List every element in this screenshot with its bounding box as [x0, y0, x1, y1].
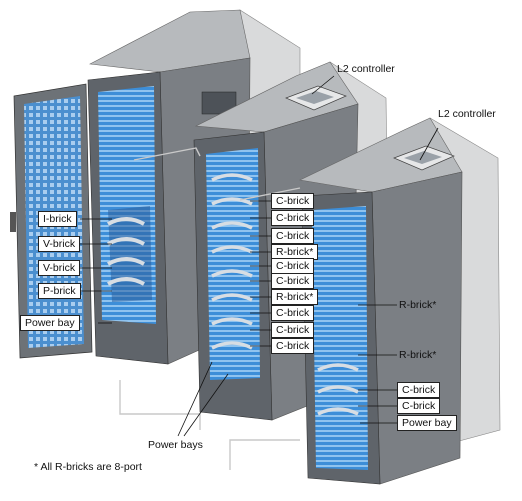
rack3-callout-c-brick-2: C-brick: [397, 398, 441, 414]
footnote-symbol: *: [34, 461, 39, 473]
rack1-callout-i-brick: I-brick: [38, 211, 77, 227]
rack2-callout-c-brick-4: C-brick: [271, 258, 315, 274]
l2-controller-label-1: L2 controller: [337, 63, 395, 75]
rack2-callout-c-brick-7: C-brick: [271, 322, 315, 338]
rack1-callout-power-bay: Power bay: [20, 315, 80, 331]
power-cables: [119, 147, 301, 470]
footnote: * All R-bricks are 8-port: [34, 461, 142, 473]
rack3-callout-r-brick-1: R-brick*: [399, 299, 437, 311]
rack1-callout-v-brick-2: V-brick: [38, 260, 81, 276]
rack2-callout-r-brick-2: R-brick*: [271, 289, 319, 305]
rack3-callout-power-bay: Power bay: [397, 415, 457, 431]
rack2-callout-c-brick-1: C-brick: [271, 193, 315, 209]
power-bays-label: Power bays: [148, 439, 203, 451]
footnote-text: All R-bricks are 8-port: [40, 461, 142, 473]
rack2-callout-r-brick-1: R-brick*: [271, 244, 319, 260]
rack3-callout-r-brick-2: R-brick*: [399, 349, 437, 361]
rack2-callout-c-brick-6: C-brick: [271, 305, 315, 321]
rack2-callout-c-brick-3: C-brick: [271, 228, 315, 244]
rack2-callout-c-brick-5: C-brick: [271, 273, 315, 289]
rack2-callout-c-brick-8: C-brick: [271, 338, 315, 354]
rack1-callout-p-brick: P-brick: [38, 283, 81, 299]
rack3-callout-c-brick-1: C-brick: [397, 382, 441, 398]
l2-controller-label-2: L2 controller: [438, 108, 496, 120]
leader-lines: [80, 75, 439, 437]
rack2-callout-c-brick-2: C-brick: [271, 210, 315, 226]
rack1-callout-v-brick-1: V-brick: [38, 236, 81, 252]
